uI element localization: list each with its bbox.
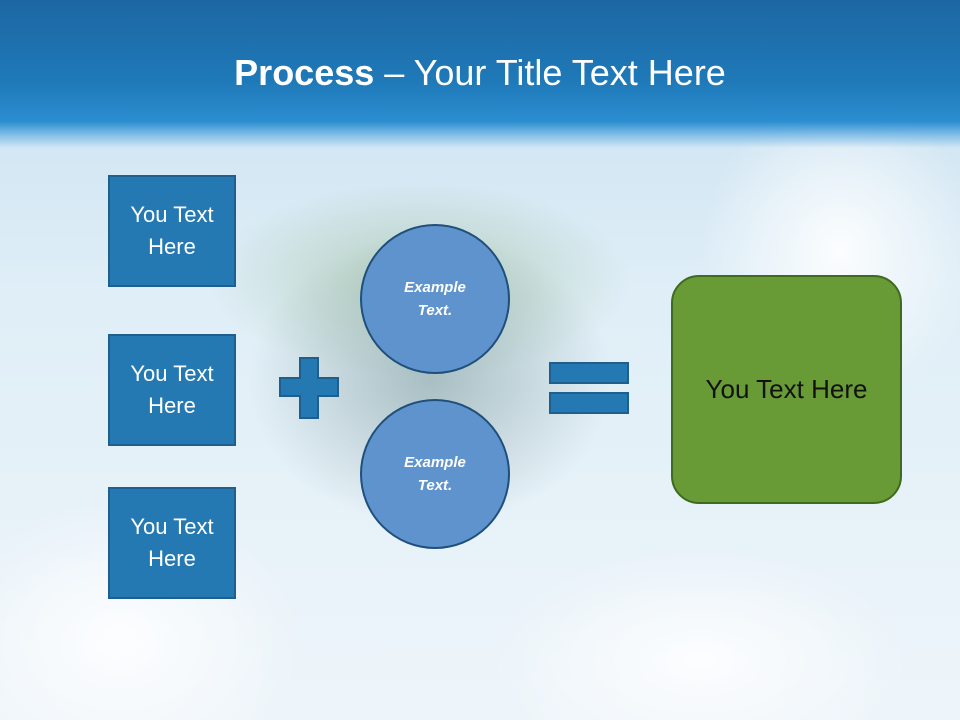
text-box-2: You Text Here <box>108 334 236 446</box>
title-bold: Process <box>234 52 375 93</box>
example-circle-2: Example Text. <box>360 399 510 549</box>
title-rest: – Your Title Text Here <box>374 52 726 93</box>
plus-icon <box>279 357 339 419</box>
example-circle-1: Example Text. <box>360 224 510 374</box>
text-box-label: You Text Here <box>130 361 214 418</box>
title-bar <box>0 0 960 148</box>
equals-icon <box>549 362 629 414</box>
text-box-label: You Text Here <box>130 514 214 571</box>
slide-title: Process – Your Title Text Here <box>0 52 960 94</box>
text-box-3: You Text Here <box>108 487 236 599</box>
circle-label: Example Text. <box>404 454 466 494</box>
result-label: You Text Here <box>705 374 868 404</box>
text-box-label: You Text Here <box>130 202 214 259</box>
text-box-1: You Text Here <box>108 175 236 287</box>
circle-label: Example Text. <box>404 279 466 319</box>
result-box: You Text Here <box>671 275 902 504</box>
